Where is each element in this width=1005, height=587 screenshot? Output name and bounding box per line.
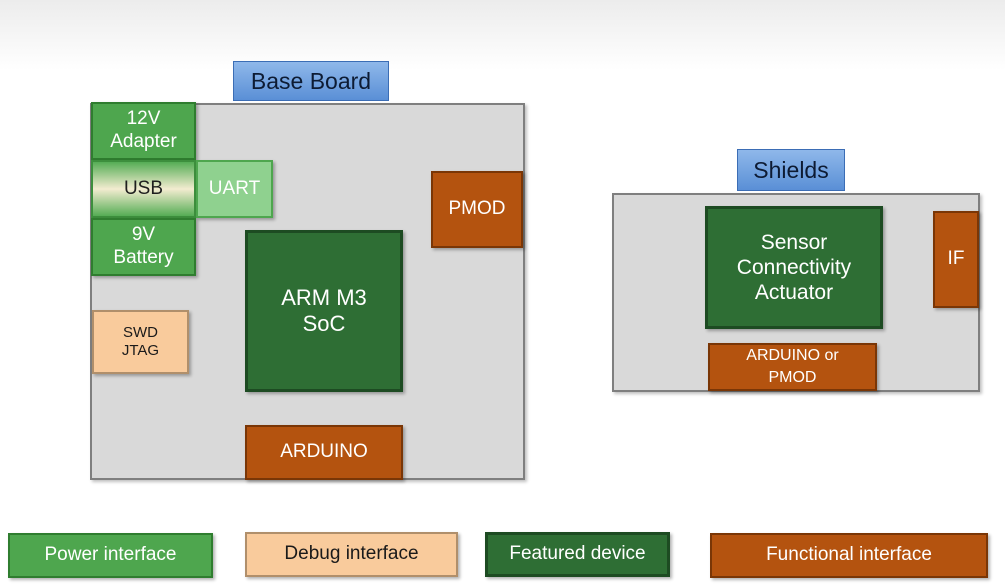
legend-power-interface: Power interface [8,533,213,578]
arm-m3-soc-block: ARM M3 SoC [245,230,403,392]
sensor-connectivity-actuator-block: Sensor Connectivity Actuator [705,206,883,329]
usb-block: USB [91,160,196,218]
swd-jtag-block: SWD JTAG [92,310,189,374]
legend-featured-device: Featured device [485,532,670,577]
arduino-or-pmod-block: ARDUINO or PMOD [708,343,877,391]
adapter-12v-block: 12V Adapter [91,102,196,160]
legend-debug-interface: Debug interface [245,532,458,577]
uart-block: UART [196,160,273,218]
pmod-block: PMOD [431,171,523,248]
base-board-title: Base Board [233,61,389,101]
legend-functional-interface: Functional interface [710,533,988,578]
if-block: IF [933,211,979,308]
arduino-block: ARDUINO [245,425,403,480]
battery-9v-block: 9V Battery [91,218,196,276]
shields-title: Shields [737,149,845,191]
